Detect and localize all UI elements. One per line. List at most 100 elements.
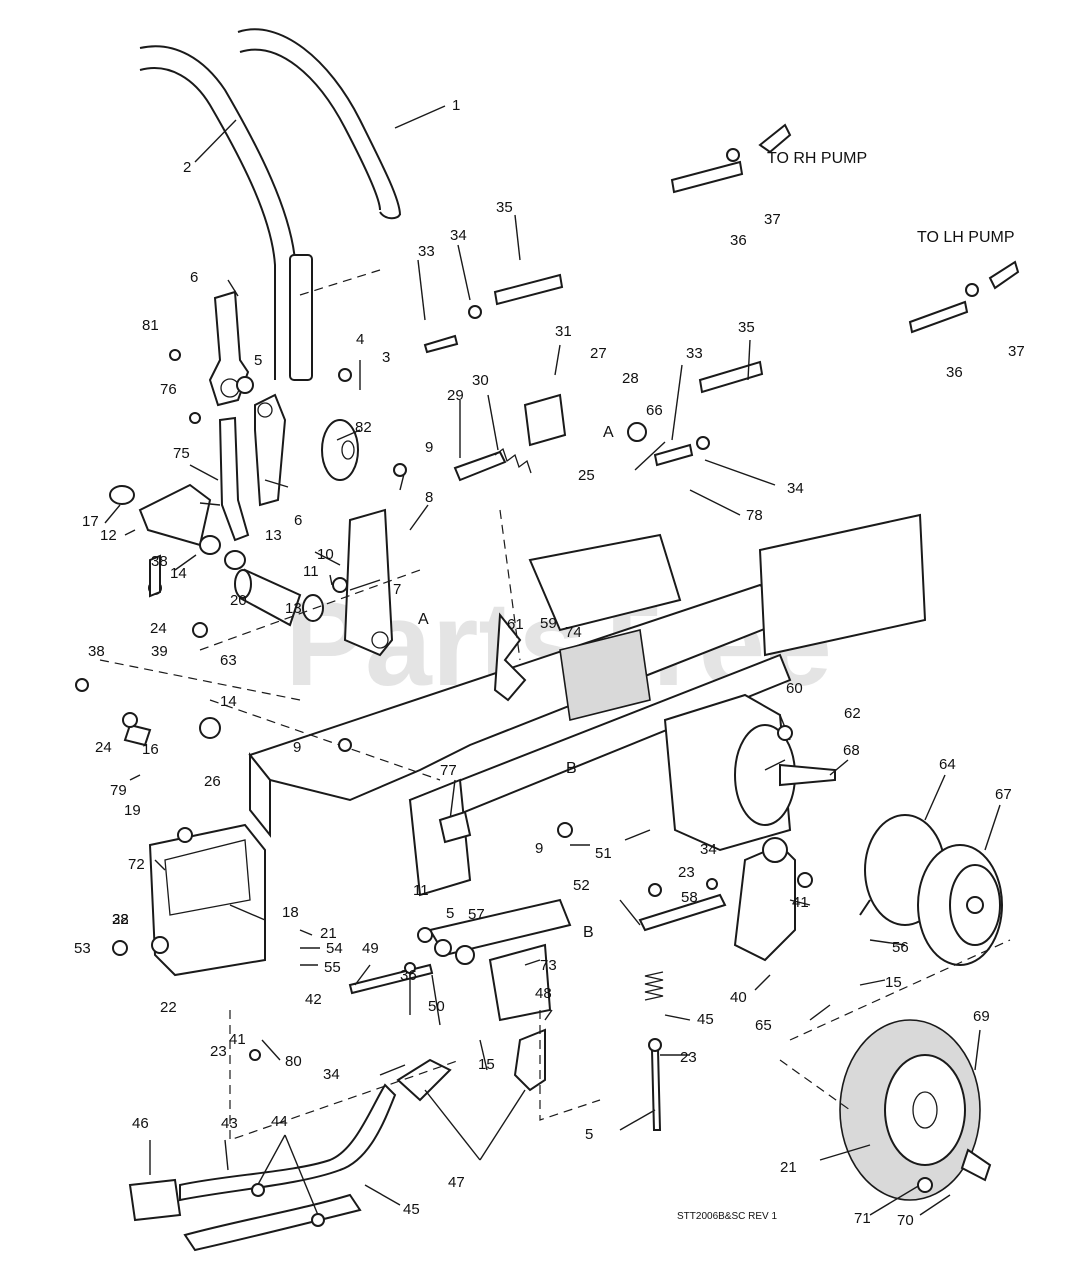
callout-34: 34	[323, 1066, 340, 1083]
callout-19: 19	[124, 802, 141, 819]
callout-74: 74	[565, 624, 582, 641]
callout-49: 49	[362, 940, 379, 957]
callout-56: 56	[892, 939, 909, 956]
callout-21: 21	[320, 925, 337, 942]
gearbox-62	[663, 693, 836, 852]
callout-52: 52	[573, 877, 590, 894]
callout-66: 66	[646, 402, 663, 419]
callout-9: 9	[535, 840, 543, 857]
hardware	[75, 349, 933, 1227]
callout-15: 15	[885, 974, 902, 991]
callout-13: 13	[285, 600, 302, 617]
callout-46: 46	[132, 1115, 149, 1132]
upright-7	[343, 508, 394, 657]
callout-71: 71	[854, 1210, 871, 1227]
callout-34: 34	[787, 480, 804, 497]
bracket-75	[218, 416, 250, 542]
pivot-block-18	[123, 723, 266, 977]
rods-35	[423, 123, 1020, 467]
callout-4: 4	[356, 331, 364, 348]
link-plate-57	[428, 898, 572, 1022]
callout-34: 34	[700, 841, 717, 858]
callout-3: 3	[382, 349, 390, 366]
callout-44: 44	[271, 1113, 288, 1130]
ref-letter-b1: B	[566, 760, 577, 777]
callout-8: 8	[425, 489, 433, 506]
callout-38: 38	[151, 553, 168, 570]
callout-24: 24	[95, 739, 112, 756]
callout-51: 51	[595, 845, 612, 862]
callout-75: 75	[173, 445, 190, 462]
callout-61: 61	[507, 616, 524, 633]
roller-82	[321, 419, 359, 481]
callout-7: 7	[393, 581, 401, 598]
callout-10: 10	[317, 546, 334, 563]
callout-40: 40	[730, 989, 747, 1006]
callout-leaders	[104, 105, 1001, 1216]
callout-24: 24	[150, 620, 167, 637]
callout-82: 82	[355, 419, 372, 436]
note-to-rh-pump: TO RH PUMP	[767, 150, 867, 167]
callout-14: 14	[220, 693, 237, 710]
callout-21: 21	[780, 1159, 797, 1176]
callout-65: 65	[755, 1017, 772, 1034]
callout-23: 23	[210, 1043, 227, 1060]
tire-69	[839, 1019, 992, 1201]
callout-42: 42	[305, 991, 322, 1008]
callout-30: 30	[472, 372, 489, 389]
ref-letter-b2: B	[583, 924, 594, 941]
callout-45: 45	[403, 1201, 420, 1218]
callout-43: 43	[221, 1115, 238, 1132]
ref-letter-a1: A	[603, 424, 614, 441]
callout-63: 63	[220, 652, 237, 669]
pivot-tube-20	[234, 568, 324, 627]
callout-38: 38	[112, 911, 129, 928]
callout-23: 23	[678, 864, 695, 881]
control-arm-upper	[208, 290, 287, 507]
handle-bars	[139, 28, 401, 381]
callout-6: 6	[294, 512, 302, 529]
callout-11: 11	[413, 882, 429, 899]
callout-5: 5	[446, 905, 454, 922]
callout-22: 22	[160, 999, 177, 1016]
callout-79: 79	[110, 782, 127, 799]
callout-59: 59	[540, 615, 557, 632]
callout-35: 35	[738, 319, 755, 336]
callout-14: 14	[170, 565, 187, 582]
callout-62: 62	[844, 705, 861, 722]
callout-23: 23	[680, 1049, 697, 1066]
callout-5: 5	[254, 352, 262, 369]
callout-45: 45	[697, 1011, 714, 1028]
callout-39: 39	[151, 643, 168, 660]
callout-64: 64	[939, 756, 956, 773]
callout-12: 12	[100, 527, 117, 544]
drawing-id: STT2006B&SC REV 1	[677, 1211, 777, 1222]
callout-28: 28	[622, 370, 639, 387]
callout-20: 20	[230, 592, 247, 609]
callout-22: 22	[112, 911, 129, 928]
callout-38: 38	[88, 643, 105, 660]
callout-81: 81	[142, 317, 159, 334]
ref-letter-a2: A	[418, 611, 429, 628]
callout-54: 54	[326, 940, 343, 957]
construction-lines	[99, 269, 1011, 1141]
callout-67: 67	[995, 786, 1012, 803]
callout-31: 31	[555, 323, 572, 340]
callout-27: 27	[590, 345, 607, 362]
callout-69: 69	[973, 1008, 990, 1025]
rod-49	[348, 963, 434, 995]
main-frame	[248, 513, 927, 897]
callout-68: 68	[843, 742, 860, 759]
callout-36: 36	[400, 967, 417, 984]
callout-50: 50	[428, 998, 445, 1015]
callout-16: 16	[142, 741, 159, 758]
spring-assembly	[453, 393, 567, 482]
callout-76: 76	[160, 381, 177, 398]
callout-6: 6	[190, 269, 198, 286]
pad-43	[128, 1178, 182, 1222]
callout-29: 29	[447, 387, 464, 404]
callout-80: 80	[285, 1053, 302, 1070]
hub-67	[917, 844, 1003, 966]
callout-58: 58	[681, 889, 698, 906]
